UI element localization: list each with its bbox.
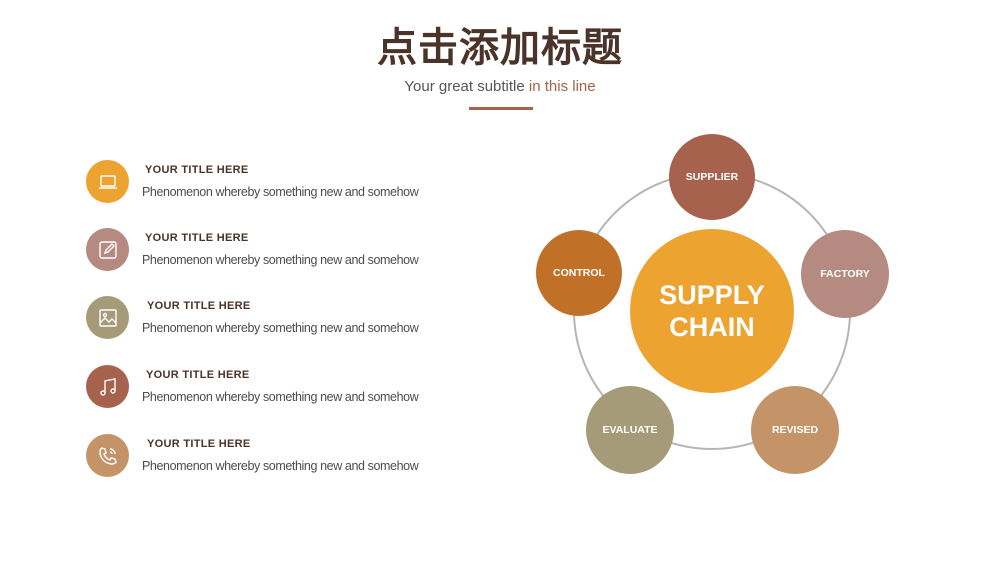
list-item: YOUR TITLE HERE Phenomenon whereby somet… [0, 434, 480, 484]
edit-icon [86, 228, 129, 271]
item-description: Phenomenon whereby something new and som… [142, 253, 419, 267]
center-label: SUPPLY CHAIN [659, 280, 765, 342]
item-title: YOUR TITLE HERE [147, 438, 251, 450]
node-evaluate: EVALUATE [586, 386, 674, 474]
item-description: Phenomenon whereby something new and som… [142, 321, 419, 335]
list-item: YOUR TITLE HERE Phenomenon whereby somet… [0, 228, 480, 278]
node-supplier: SUPPLIER [669, 134, 755, 220]
node-control: CONTROL [536, 230, 622, 316]
image-icon [86, 296, 129, 339]
node-label: EVALUATE [602, 424, 658, 436]
subtitle-accent: in this line [528, 78, 596, 95]
node-label: FACTORY [820, 268, 870, 280]
page-subtitle: Your great subtitle in this line [0, 77, 1000, 97]
node-factory: FACTORY [801, 230, 889, 318]
item-title: YOUR TITLE HERE [145, 232, 249, 244]
phone-icon [86, 434, 129, 477]
list-item: YOUR TITLE HERE Phenomenon whereby somet… [0, 160, 480, 210]
subtitle-main: Your great subtitle [404, 78, 525, 95]
center-circle: SUPPLY CHAIN [630, 229, 794, 393]
item-description: Phenomenon whereby something new and som… [142, 390, 419, 404]
item-description: Phenomenon whereby something new and som… [142, 459, 419, 473]
laptop-icon [86, 160, 129, 203]
item-title: YOUR TITLE HERE [146, 369, 250, 381]
title-underline [469, 107, 533, 110]
music-icon [86, 365, 129, 408]
node-label: REVISED [771, 424, 819, 436]
item-title: YOUR TITLE HERE [145, 164, 249, 176]
item-description: Phenomenon whereby something new and som… [142, 185, 419, 199]
page-title: 点击添加标题 [377, 25, 623, 71]
node-label: CONTROL [553, 267, 605, 279]
list-item: YOUR TITLE HERE Phenomenon whereby somet… [0, 365, 480, 415]
node-revised: REVISED [751, 386, 839, 474]
item-title: YOUR TITLE HERE [147, 300, 251, 312]
node-label: SUPPLIER [685, 171, 739, 183]
list-item: YOUR TITLE HERE Phenomenon whereby somet… [0, 296, 480, 346]
